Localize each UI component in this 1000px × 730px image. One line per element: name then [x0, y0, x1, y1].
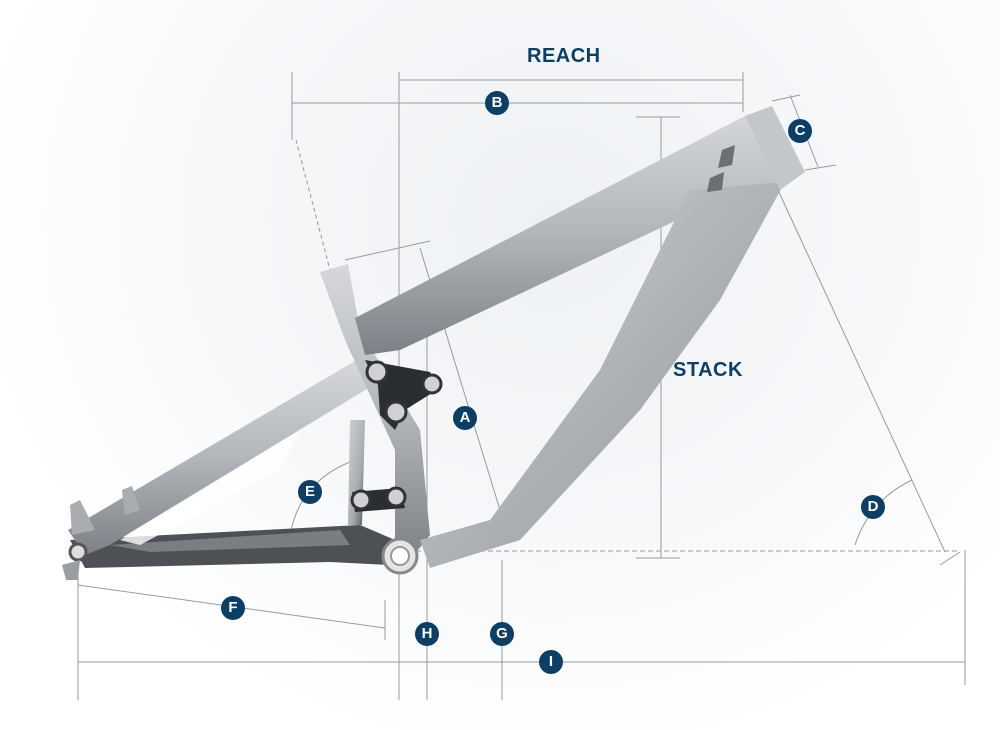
- badge-f: F: [221, 596, 245, 620]
- badge-h: H: [415, 622, 439, 646]
- badge-g: G: [490, 622, 514, 646]
- badge-a: A: [453, 406, 477, 430]
- badge-e: E: [298, 480, 322, 504]
- badge-i: I: [539, 650, 563, 674]
- dimension-lines: [77, 72, 966, 700]
- bike-frame: [62, 106, 805, 580]
- badge-c: C: [788, 119, 812, 143]
- reach-label: REACH: [527, 45, 601, 67]
- badge-b: B: [485, 91, 509, 115]
- stack-label: STACK: [673, 359, 743, 381]
- badge-d: D: [861, 495, 885, 519]
